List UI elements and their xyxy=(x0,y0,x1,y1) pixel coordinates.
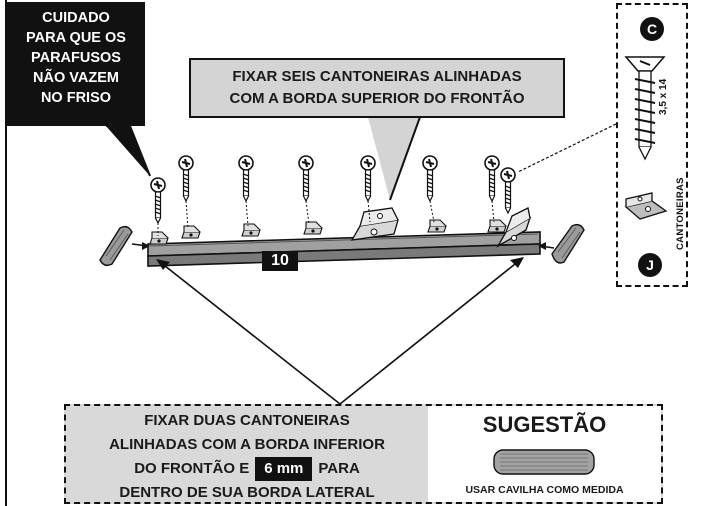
parts-reference-line xyxy=(517,123,617,173)
instruction-line: COM A BORDA SUPERIOR DO FRONTÃO xyxy=(229,90,525,107)
screw-icon xyxy=(624,56,666,161)
screw-guides xyxy=(157,200,495,236)
board-frontao xyxy=(147,231,541,267)
bottom-instruction-callout: FIXAR DUAS CANTONEIRAS ALINHADAS COM A B… xyxy=(64,404,663,504)
bottom-instruction-text: FIXAR DUAS CANTONEIRAS ALINHADAS COM A B… xyxy=(66,406,428,502)
suggestion-caption: USAR CAVILHA COMO MEDIDA xyxy=(465,484,624,496)
warning-callout: CUIDADO PARA QUE OS PARAFUSOS NÃO VAZEM … xyxy=(7,2,145,126)
instruction-text: DO FRONTÃO E xyxy=(134,460,250,477)
dowel-icon xyxy=(99,225,150,267)
measurement-badge: 6 mm xyxy=(255,457,313,481)
screw-size-label: 3,5 x 14 xyxy=(658,78,669,115)
warning-line: PARAFUSOS xyxy=(31,50,121,66)
bracket-part-label: J xyxy=(638,253,662,277)
warning-line: PARA QUE OS xyxy=(26,30,126,46)
suggestion-title: SUGESTÃO xyxy=(482,412,607,437)
warning-line: NÃO VAZEM xyxy=(33,70,119,86)
callout-arrow-icon xyxy=(368,116,422,201)
bracket-icon xyxy=(624,192,668,220)
instruction-line: ALINHADAS COM A BORDA INFERIOR xyxy=(109,436,385,453)
part-number-badge: 10 xyxy=(262,251,298,271)
instruction-line: DENTRO DE SUA BORDA LATERAL xyxy=(119,484,375,501)
suggestion-panel: SUGESTÃO USAR CAVILHA COMO MEDIDA xyxy=(428,406,661,502)
callout-arrow-icon xyxy=(159,259,521,405)
bracket-icon xyxy=(350,207,399,241)
bracket-name-label: CANTONEIRAS xyxy=(675,177,686,250)
top-instruction-callout: FIXAR SEIS CANTONEIRAS ALINHADAS COM A B… xyxy=(189,58,565,118)
screw-icon xyxy=(150,155,516,224)
dowel-icon xyxy=(538,223,585,264)
screw-part-label: C xyxy=(640,17,664,41)
bracket-icon xyxy=(496,207,532,248)
instruction-text: PARA xyxy=(318,460,360,477)
warning-line: CUIDADO xyxy=(42,10,110,26)
instruction-line: DO FRONTÃO E 6 mm PARA xyxy=(66,457,428,481)
page-border-line xyxy=(5,0,7,506)
dowel-icon xyxy=(493,449,595,475)
callout-arrow-icon xyxy=(106,125,151,177)
instruction-line: FIXAR SEIS CANTONEIRAS ALINHADAS xyxy=(232,68,522,85)
warning-line: NO FRISO xyxy=(40,90,112,106)
instruction-line: FIXAR DUAS CANTONEIRAS xyxy=(144,412,350,429)
parts-legend: C 3,5 x 14 CANTONEIRAS J xyxy=(616,3,688,287)
